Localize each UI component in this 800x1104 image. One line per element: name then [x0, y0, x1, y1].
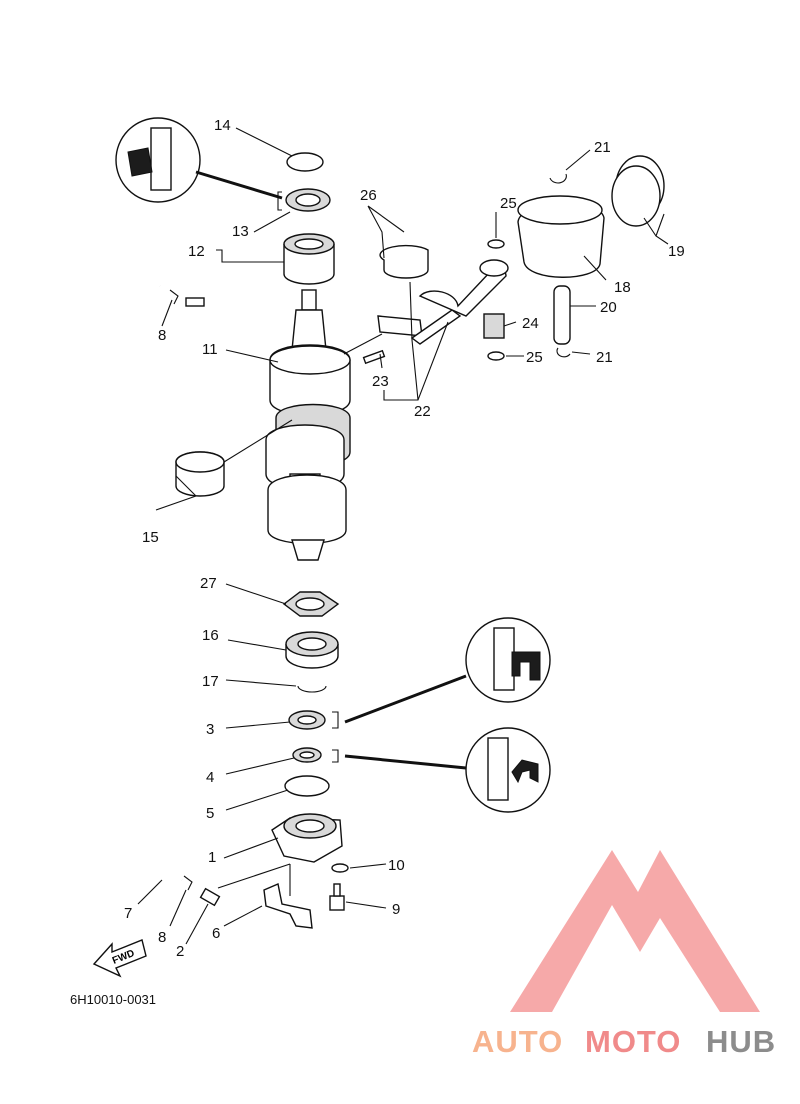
- fwd-arrow: FWD: [92, 939, 147, 978]
- callout-25-lower: 25: [526, 349, 543, 366]
- callout-4: 4: [206, 769, 214, 786]
- leader-lines: [137, 127, 669, 945]
- callout-1: 1: [208, 849, 216, 866]
- part-15-crank-bearing: [175, 419, 293, 497]
- part-20-piston-pin: [553, 285, 571, 345]
- part-21-clip-lower: [556, 347, 571, 358]
- watermark-text-hub: HUB: [706, 1024, 776, 1059]
- part-21-clip-upper: [549, 173, 567, 184]
- watermark-text-moto: MOTO: [585, 1024, 681, 1059]
- callout-5: 5: [206, 805, 214, 822]
- part-2-bolt: [199, 887, 221, 907]
- callout-8-upper: 8: [158, 327, 166, 344]
- callout-21-upper: 21: [594, 139, 611, 156]
- grease-detail-middle: [344, 617, 551, 724]
- part-4-oil-seal: [292, 747, 339, 763]
- part-5-o-ring: [284, 775, 330, 797]
- callout-15: 15: [142, 529, 159, 546]
- part-14-o-ring: [286, 152, 324, 172]
- part-8-clip-lower: [183, 875, 193, 891]
- callout-16: 16: [202, 627, 219, 644]
- callout-14: 14: [214, 117, 231, 134]
- part-26-bearing: [379, 244, 429, 279]
- callout-20: 20: [600, 299, 617, 316]
- callout-labels: 1 2 3 4 5 6 7 8 8 9 10 11 12 13 14 15 16…: [124, 117, 685, 960]
- callout-8-lower: 8: [158, 929, 166, 946]
- part-23-bolt: [362, 349, 386, 365]
- callout-17: 17: [202, 673, 219, 690]
- callout-19: 19: [668, 243, 685, 260]
- grease-detail-bottom: [344, 727, 551, 813]
- callout-10: 10: [388, 857, 405, 874]
- diagram-code: 6H10010-0031: [70, 992, 156, 1007]
- callout-21-lower: 21: [596, 349, 613, 366]
- grease-icon: [127, 147, 153, 177]
- callout-12: 12: [188, 243, 205, 260]
- part-25-washer-upper: [487, 239, 505, 249]
- callout-25-upper: 25: [500, 195, 517, 212]
- watermark-triangle-mark: [510, 850, 760, 1012]
- grease-icon: [511, 651, 541, 681]
- callout-24: 24: [522, 315, 539, 332]
- callout-3: 3: [206, 721, 214, 738]
- callout-9: 9: [392, 901, 400, 918]
- part-22-bearing: [377, 309, 462, 345]
- part-17-circlip: [297, 685, 327, 693]
- part-27-labyrinth-seal: [282, 591, 340, 617]
- part-1-housing: [271, 813, 343, 863]
- part-16-ball-bearing: [285, 631, 339, 669]
- callout-26: 26: [360, 187, 377, 204]
- part-12-roller-bearing: [283, 233, 335, 285]
- part-10-washer: [331, 863, 349, 873]
- callout-2: 2: [176, 943, 184, 960]
- grease-detail-top: [115, 117, 283, 203]
- callout-11: 11: [202, 341, 218, 358]
- watermark-inner-triangle: [575, 950, 690, 1012]
- callout-7: 7: [124, 905, 132, 922]
- callout-27: 27: [200, 575, 217, 592]
- part-18-piston: [517, 195, 605, 278]
- part-8-clip-upper: [169, 289, 205, 307]
- part-24-needle-bearing: [483, 313, 505, 339]
- callout-22: 22: [414, 403, 431, 420]
- part-6-bracket: [263, 883, 313, 929]
- part-11-crankshaft: [265, 289, 351, 561]
- watermark-text-auto: AUTO: [472, 1024, 563, 1059]
- part-3-oil-seal: [288, 710, 339, 730]
- connecting-rod: [418, 259, 509, 317]
- callout-13: 13: [232, 223, 249, 240]
- part-13-oil-seal: [277, 188, 331, 212]
- grease-icon: [511, 759, 539, 784]
- part-9-bolt: [329, 883, 345, 911]
- callout-6: 6: [212, 925, 220, 942]
- watermark-logo: AUTO MOTO HUB: [472, 850, 776, 1059]
- part-7-hose: [105, 282, 183, 882]
- callout-18: 18: [614, 279, 631, 296]
- callout-23: 23: [372, 373, 389, 390]
- part-19-piston-rings: [611, 155, 665, 227]
- part-25-washer-lower: [487, 351, 505, 361]
